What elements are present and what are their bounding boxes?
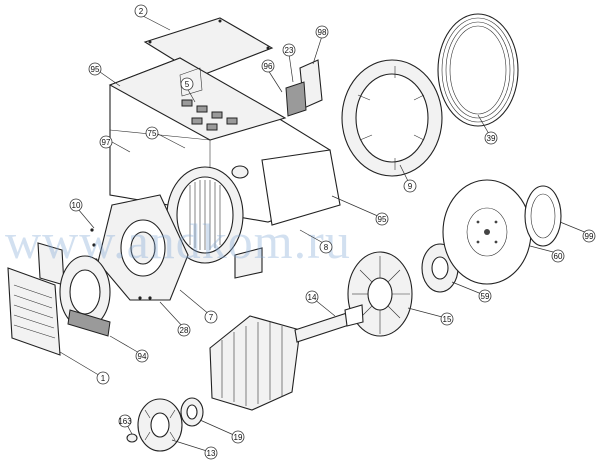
callout-95-right: 95 — [375, 212, 389, 226]
callout-28: 28 — [177, 323, 191, 337]
svg-text:5: 5 — [185, 80, 190, 89]
callout-5: 5 — [180, 77, 194, 91]
svg-text:14: 14 — [308, 293, 317, 302]
svg-text:23: 23 — [285, 46, 294, 55]
callout-60: 60 — [551, 249, 565, 263]
callout-7: 7 — [204, 310, 218, 324]
svg-text:95: 95 — [378, 215, 387, 224]
part-grille-cover — [7, 242, 65, 356]
svg-text:10: 10 — [72, 201, 81, 210]
part-exciter — [59, 255, 111, 337]
svg-text:59: 59 — [481, 292, 490, 301]
callout-94: 94 — [135, 349, 149, 363]
svg-text:39: 39 — [487, 134, 496, 143]
svg-text:1: 1 — [101, 374, 106, 383]
part-ring-bracket — [341, 59, 443, 177]
callout-95-top: 95 — [88, 62, 102, 76]
part-bearing — [180, 397, 204, 427]
svg-text:7: 7 — [209, 313, 214, 322]
svg-text:15: 15 — [443, 315, 452, 324]
callout-8: 8 — [319, 240, 333, 254]
callout-10: 10 — [69, 198, 83, 212]
svg-text:94: 94 — [138, 352, 147, 361]
callout-163: 163 — [118, 414, 132, 428]
callout-39: 39 — [484, 131, 498, 145]
svg-text:95: 95 — [91, 65, 100, 74]
svg-text:8: 8 — [324, 243, 329, 252]
part-coupling-disc — [442, 179, 532, 285]
part-washer — [126, 433, 138, 443]
svg-text:97: 97 — [102, 138, 111, 147]
callout-96: 96 — [261, 59, 275, 73]
part-exciter-rotor — [137, 398, 183, 452]
leader-lines — [59, 14, 588, 453]
callout-98: 98 — [315, 25, 329, 39]
svg-text:13: 13 — [207, 449, 216, 458]
part-coil-ring — [437, 13, 519, 127]
callout-97: 97 — [99, 135, 113, 149]
callout-23: 23 — [282, 43, 296, 57]
watermark: www.andkom.ru — [5, 213, 351, 269]
part-terminal-plate — [285, 59, 323, 117]
callout-15: 15 — [440, 312, 454, 326]
callout-9: 9 — [403, 179, 417, 193]
part-fan — [347, 251, 413, 337]
svg-text:98: 98 — [318, 28, 327, 37]
callout-13: 13 — [204, 446, 218, 460]
svg-text:60: 60 — [554, 252, 563, 261]
callout-75: 75 — [145, 126, 159, 140]
callout-59: 59 — [478, 289, 492, 303]
part-rotor — [209, 304, 364, 411]
callout-1: 1 — [96, 371, 110, 385]
svg-text:2: 2 — [139, 7, 144, 16]
svg-text:75: 75 — [148, 129, 157, 138]
svg-text:28: 28 — [180, 326, 189, 335]
callout-99: 99 — [582, 229, 596, 243]
callout-19: 19 — [231, 430, 245, 444]
svg-text:19: 19 — [234, 433, 243, 442]
svg-text:99: 99 — [585, 232, 594, 241]
callout-2: 2 — [134, 4, 148, 18]
part-end-shield — [90, 194, 189, 301]
callout-14: 14 — [305, 290, 319, 304]
svg-text:163: 163 — [118, 417, 132, 426]
svg-text:96: 96 — [264, 62, 273, 71]
part-stator-housing — [108, 57, 341, 279]
part-gasket — [524, 185, 562, 247]
svg-text:9: 9 — [408, 182, 413, 191]
